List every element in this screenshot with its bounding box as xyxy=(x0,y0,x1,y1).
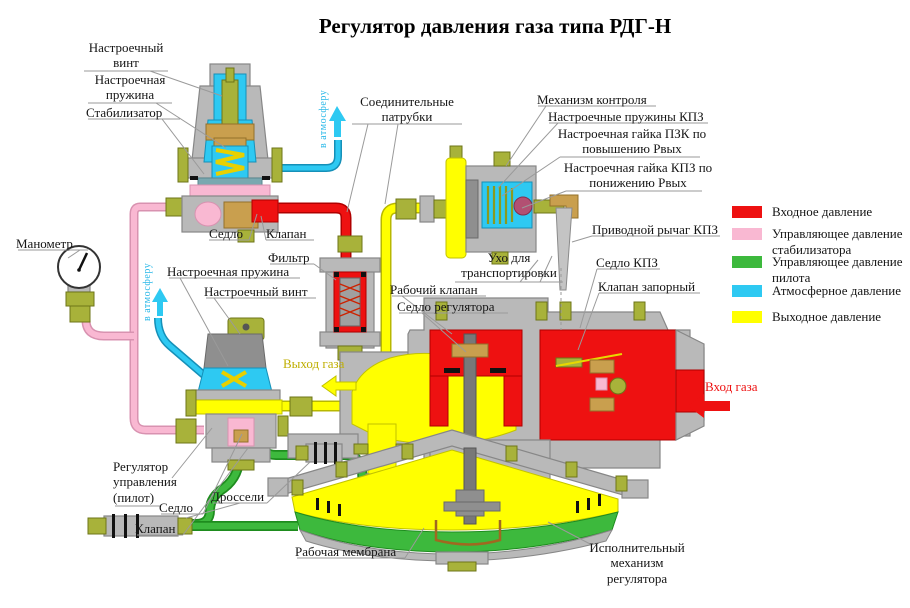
label-to-atmosphere-pilot: в атмосферу xyxy=(142,262,153,321)
legend-row-pilot-control: Управляющее давление пилота xyxy=(732,254,910,285)
label-shutoff-valve: Клапан запорный xyxy=(598,279,696,294)
label-throttles: Дроссели xyxy=(211,489,265,504)
leader-lines xyxy=(18,70,720,559)
label-pzk-nut: Настроечная гайка ПЗК по повышению Рвых xyxy=(557,126,707,157)
legend-label-inlet: Входное давление xyxy=(772,204,873,219)
label-to-atmosphere-top: в атмосферу xyxy=(318,89,329,148)
legend-swatch-outlet xyxy=(732,311,762,323)
label-transport-lug: Ухо для транспортировки xyxy=(461,250,557,281)
legend-swatch-pilot-control xyxy=(732,256,762,268)
label-valve-stabilizer: Клапан xyxy=(266,226,307,241)
legend-label-outlet: Выходное давление xyxy=(772,309,882,324)
atmosphere-arrow-pilot xyxy=(152,288,168,316)
control-mechanism-device xyxy=(395,145,579,291)
legend-swatch-atmosphere xyxy=(732,285,762,297)
legend-swatch-inlet xyxy=(732,206,762,218)
legend-label-pilot-control: Управляющее давление пилота xyxy=(772,254,903,285)
label-gas-inlet: Вход газа xyxy=(705,379,758,394)
label-adjusting-screw-top: Настроечный винт xyxy=(88,40,164,71)
label-kpz-springs: Настроечные пружины КПЗ xyxy=(548,109,704,124)
pink-control-pipes xyxy=(81,202,204,435)
legend-row-stabilizer-control: Управляющее давление стабилизатора xyxy=(732,226,910,257)
label-kpz-seat: Седло КПЗ xyxy=(596,255,658,270)
manometer-gauge xyxy=(57,245,101,323)
gas-inlet-arrow xyxy=(688,394,730,418)
legend-row-atmosphere: Атмосферное давление xyxy=(732,283,910,299)
label-adjusting-spring-pilot: Настроечная пружина xyxy=(167,264,290,279)
legend-swatch-stabilizer-control xyxy=(732,228,762,240)
label-kpz-lever: Приводной рычаг КПЗ xyxy=(592,222,718,237)
cyan-atmosphere-pipes xyxy=(154,140,342,386)
label-regulator-seat: Седло регулятора xyxy=(397,299,495,314)
label-working-valve: Рабочий клапан xyxy=(390,282,478,297)
gas-outlet-arrow xyxy=(321,375,357,397)
main-valve-body xyxy=(339,297,705,471)
label-valve-pilot: Клапан xyxy=(135,521,176,536)
legend-label-atmosphere: Атмосферное давление xyxy=(772,283,902,298)
label-gas-outlet: Выход газа xyxy=(283,356,345,371)
legend-label-stabilizer-control: Управляющее давление стабилизатора xyxy=(772,226,903,257)
label-adjusting-spring-top: Настроечная пружина xyxy=(94,72,166,103)
legend-row-inlet: Входное давление xyxy=(732,204,910,220)
flow-arrows xyxy=(152,106,730,418)
label-control-mechanism: Механизм контроля xyxy=(537,92,647,107)
label-kpz-nut: Настроечная гайка КПЗ по понижению Рвых xyxy=(563,160,713,191)
label-filter: Фильтр xyxy=(268,250,310,265)
label-working-membrane: Рабочая мембрана xyxy=(295,544,397,559)
label-seat-stabilizer: Седло xyxy=(209,226,244,241)
label-adjusting-screw-pilot: Настроечный винт xyxy=(204,284,308,299)
legend-row-outlet: Выходное давление xyxy=(732,309,910,325)
label-manometer: Манометр xyxy=(16,236,73,251)
label-connecting-pipes: Соединительные патрубки xyxy=(360,94,454,125)
label-seat-pilot: Седло xyxy=(159,500,194,515)
atmosphere-arrow-top xyxy=(329,106,346,137)
actuator-device xyxy=(267,429,649,572)
label-stabilizer: Стабилизатор xyxy=(86,105,163,120)
label-pilot: Регулятор управления (пилот) xyxy=(113,459,177,505)
stabilizer-device xyxy=(165,63,283,243)
label-actuator: Исполнительный механизм регулятора xyxy=(589,540,685,586)
pilot-regulator-device xyxy=(175,317,313,471)
page-title: Регулятор давления газа типа РДГ-Н xyxy=(318,14,672,38)
